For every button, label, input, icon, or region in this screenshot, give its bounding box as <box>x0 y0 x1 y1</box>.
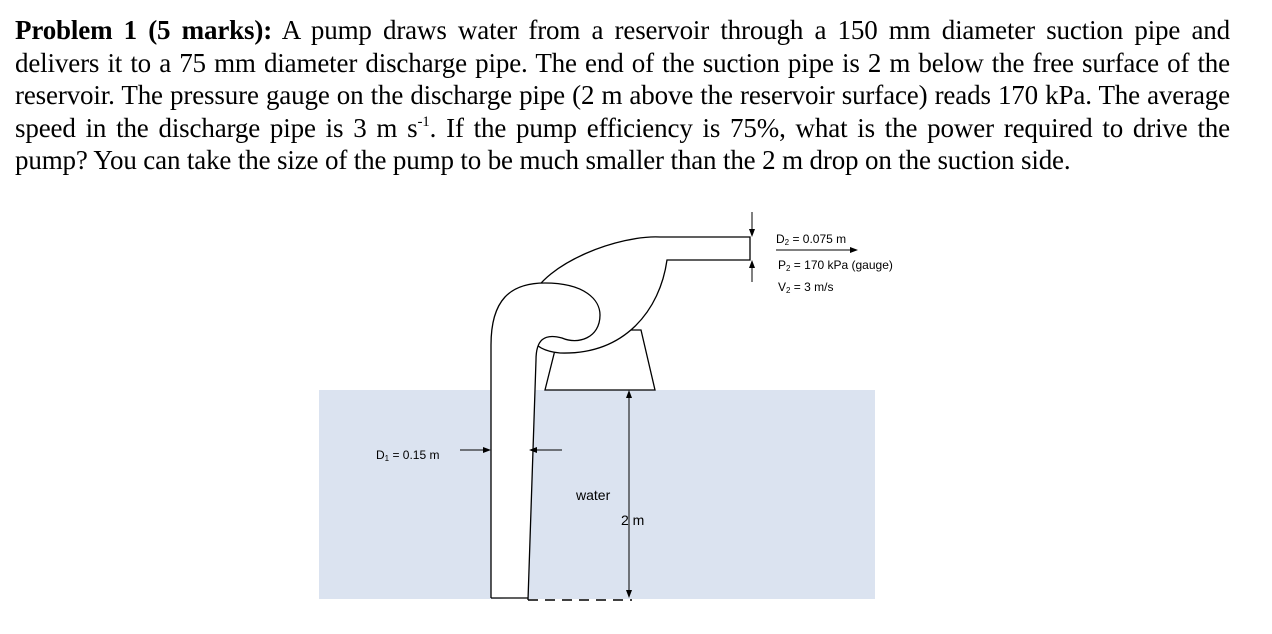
problem-superscript: -1 <box>417 113 430 130</box>
reservoir-water <box>319 390 875 599</box>
problem-title: Problem 1 (5 marks): <box>15 15 273 45</box>
d1-arrowhead-right <box>529 447 537 453</box>
problem-text-1: A pump draws water from a reservoir thro… <box>15 15 1230 143</box>
suction-pipe <box>491 283 600 600</box>
label-d2: D2 = 0.075 m <box>776 232 846 247</box>
d1-arrowhead-left <box>483 447 491 453</box>
problem-statement: Problem 1 (5 marks): A pump draws water … <box>15 14 1230 177</box>
problem-text-2: . If the pump efficiency is 75%, what is… <box>15 112 1230 176</box>
label-v2: V2 = 3 m/s <box>778 280 833 295</box>
flow-arrowhead <box>850 247 858 253</box>
suction-pipe-outline <box>490 282 601 601</box>
d2-arrowhead-bottom <box>749 260 755 268</box>
label-p2: P2 = 170 kPa (gauge) <box>778 258 893 273</box>
label-d1: D1 = 0.15 m <box>376 448 440 463</box>
label-depth: 2 m <box>621 512 644 528</box>
label-water: water <box>575 487 611 503</box>
depth-arrow-up <box>626 390 632 398</box>
d2-arrowhead-top <box>749 229 755 237</box>
depth-arrow-down <box>626 590 632 598</box>
